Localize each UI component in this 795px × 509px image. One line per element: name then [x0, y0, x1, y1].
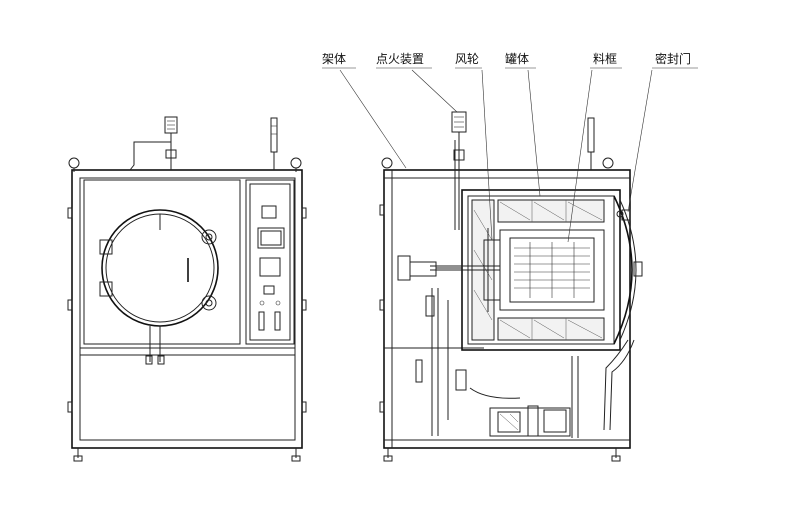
lifting-eye-right-view	[381, 157, 614, 169]
front-signal-tower	[270, 117, 278, 170]
bottom-pump	[489, 405, 571, 437]
lifting-eye-right	[290, 157, 302, 172]
front-igniter	[129, 116, 178, 171]
section-feet	[383, 448, 621, 462]
label-tank: 罐体	[505, 52, 529, 66]
callouts: 架体 点火装置 风轮 罐体 料框 密封门	[322, 51, 698, 243]
control-cabinet	[245, 179, 295, 345]
label-fan: 风轮	[455, 52, 479, 66]
front-view	[67, 116, 307, 462]
label-basket: 料框	[593, 52, 617, 66]
sealing-door	[613, 195, 643, 345]
front-door-circle	[101, 209, 219, 327]
section-view	[379, 111, 643, 462]
section-igniter	[451, 111, 467, 230]
clamp-wheel-top	[201, 229, 217, 245]
clamp-wheel-bottom	[201, 295, 217, 311]
label-igniter: 点火装置	[376, 52, 424, 66]
lifting-eye-left	[68, 157, 80, 172]
motor-and-piping	[397, 255, 521, 436]
material-basket	[499, 229, 605, 311]
label-door: 密封门	[655, 51, 691, 66]
front-feet	[73, 448, 301, 462]
section-signal-tower	[587, 117, 595, 170]
label-frame: 架体	[322, 52, 346, 66]
